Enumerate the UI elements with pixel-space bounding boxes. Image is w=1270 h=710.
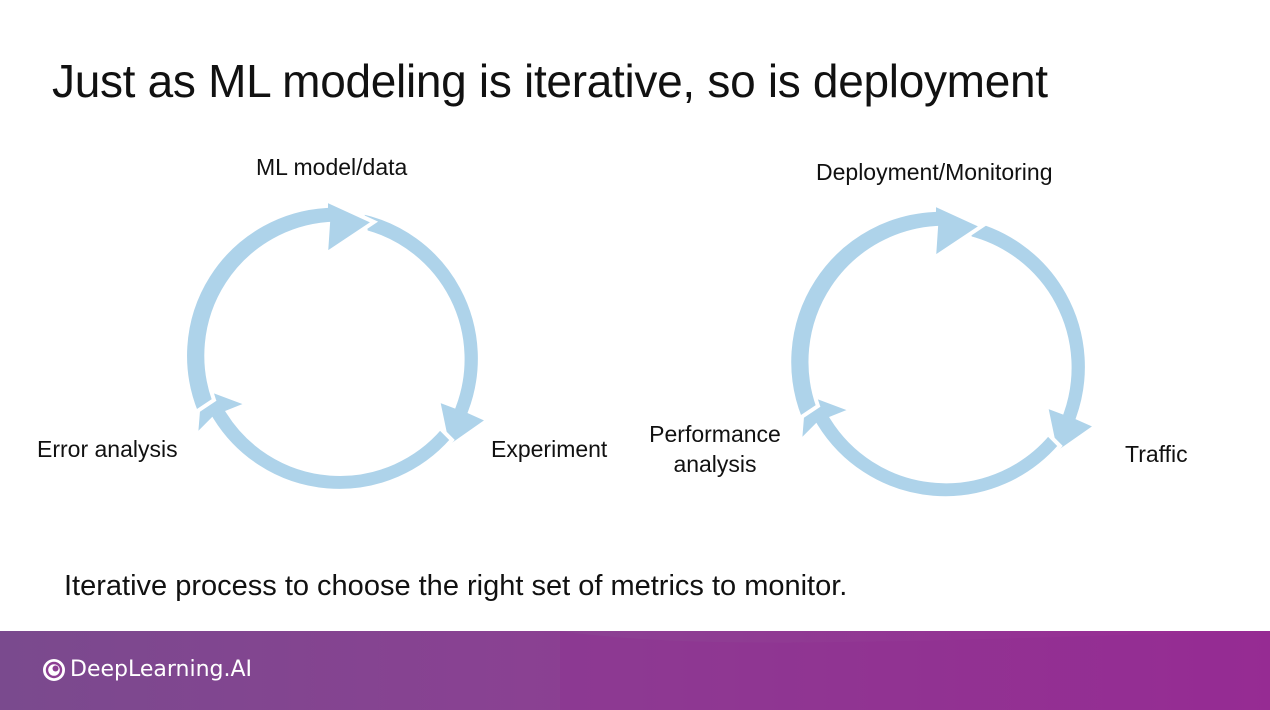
left-cycle-diagram: [183, 196, 493, 493]
deeplearning-logo-icon: [43, 658, 65, 681]
footer-band: DeepLearning.AI: [0, 631, 1270, 710]
right-cycle-diagram: [787, 200, 1101, 501]
slide-subtitle: Iterative process to choose the right se…: [64, 570, 848, 602]
slide-title: Just as ML modeling is iterative, so is …: [52, 55, 1048, 107]
brand-logo: DeepLearning.AI: [42, 657, 252, 682]
left-cycle-arrow-left: [183, 196, 379, 416]
right-cycle-left-label-line2: analysis: [673, 451, 757, 477]
right-cycle-left-label-line1: Performance: [649, 421, 781, 447]
right-cycle-arrow-bottom: [797, 389, 1063, 501]
right-cycle-left-label: Performance analysis: [645, 419, 785, 479]
right-cycle-top-label: Deployment/Monitoring: [816, 159, 1053, 185]
right-cycle-arrow-right: [963, 215, 1101, 458]
left-cycle-top-label: ML model/data: [256, 154, 408, 180]
right-cycle-arrow-left: [787, 200, 987, 422]
footer-wave-decoration: [560, 631, 1270, 710]
right-cycle-right-label: Traffic: [1125, 441, 1188, 467]
brand-name: DeepLearning.AI: [70, 657, 253, 682]
left-cycle-arrow-right: [359, 209, 493, 452]
left-cycle-right-label: Experiment: [491, 436, 608, 462]
left-cycle-left-label: Error analysis: [37, 436, 178, 462]
